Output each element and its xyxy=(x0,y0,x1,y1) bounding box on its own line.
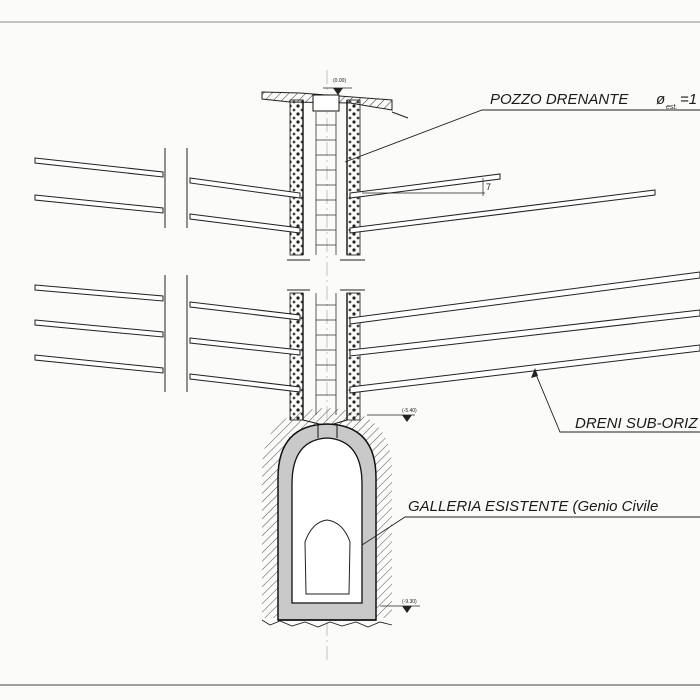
label-galleria-esistente: GALLERIA ESISTENTE (Genio Civile xyxy=(408,498,658,515)
elevation-bottom: (-9.30) xyxy=(402,599,417,605)
label-phi-symbol: ø xyxy=(656,91,665,108)
label-pozzo-drenante: POZZO DRENANTE xyxy=(490,91,629,108)
elevation-top: (0.00) xyxy=(333,78,346,84)
leader-lines xyxy=(344,109,700,546)
break-lines xyxy=(164,148,365,392)
elevation-marker-mid: (-5.40) xyxy=(367,408,417,422)
drainage-shaft-upper xyxy=(289,94,361,256)
dreni-arrow-head xyxy=(531,368,538,378)
elevation-marker-top: (0.00) xyxy=(323,78,352,95)
elevation-marker-bottom: (-9.30) xyxy=(380,599,420,613)
label-dreni-sub-orizzontali: DRENI SUB-ORIZ xyxy=(575,415,698,432)
angle-value: 7 xyxy=(486,182,491,192)
drain-angle-marker: 7 xyxy=(362,178,491,196)
label-phi-value: =1 xyxy=(680,91,697,108)
drainage-shaft-lower xyxy=(289,292,361,427)
existing-tunnel xyxy=(261,408,393,628)
sub-horizontal-drains xyxy=(34,157,700,394)
elevation-mid: (-5.40) xyxy=(402,408,417,414)
label-phi-subscript: est. xyxy=(666,104,677,111)
